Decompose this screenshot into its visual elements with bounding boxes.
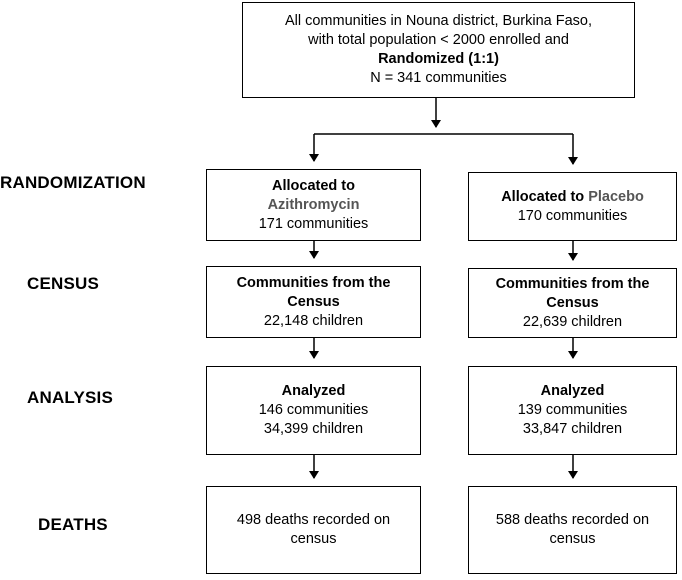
left-analysis-title: Analyzed — [281, 383, 346, 399]
right-allocation-title: Allocated to Placebo — [501, 188, 644, 207]
enrollment-n: N = 341 communities — [370, 70, 507, 86]
left-census-count: 22,148 children — [263, 312, 364, 329]
left-analysis-box: Analyzed 146 communities 34,399 children — [206, 366, 421, 455]
left-analysis-children: 34,399 children — [263, 421, 364, 437]
right-census-box: Communities from the Census 22,639 child… — [468, 268, 677, 338]
left-deaths-line-2: census — [290, 531, 337, 547]
right-allocation-count: 170 communities — [517, 207, 628, 224]
stage-label-analysis: ANALYSIS — [27, 388, 113, 407]
right-census-count: 22,639 children — [522, 313, 623, 330]
right-analysis-box: Analyzed 139 communities 33,847 children — [468, 366, 677, 455]
right-allocation-arm: Placebo — [588, 188, 644, 205]
stage-label-deaths: DEATHS — [38, 515, 108, 534]
right-census-line-2: Census — [546, 294, 599, 311]
enrollment-box: All communities in Nouna district, Burki… — [242, 2, 635, 98]
enrollment-line-1: All communities in Nouna district, Burki… — [284, 13, 593, 29]
left-allocation-arm: Azithromycin — [267, 196, 360, 213]
right-analysis-title: Analyzed — [540, 383, 605, 399]
left-deaths-box: 498 deaths recorded on census — [206, 486, 421, 574]
left-census-box: Communities from the Census 22,148 child… — [206, 266, 421, 338]
right-deaths-line-1: 588 deaths recorded on — [495, 512, 650, 528]
right-analysis-communities: 139 communities — [517, 402, 628, 418]
stage-label-randomization: RANDOMIZATION — [0, 173, 146, 192]
left-allocation-label: Allocated to — [272, 177, 355, 194]
right-deaths-line-2: census — [549, 531, 596, 547]
right-allocation-box: Allocated to Placebo 170 communities — [468, 172, 677, 241]
left-allocation-count: 171 communities — [258, 215, 369, 232]
left-analysis-communities: 146 communities — [258, 402, 369, 418]
right-deaths-box: 588 deaths recorded on census — [468, 486, 677, 574]
stage-label-census: CENSUS — [27, 274, 100, 293]
left-allocation-box: Allocated to Azithromycin 171 communitie… — [206, 169, 421, 241]
enrollment-randomized: Randomized (1:1) — [378, 51, 499, 67]
enrollment-line-2: with total population < 2000 enrolled an… — [308, 32, 569, 48]
left-census-line-2: Census — [287, 293, 340, 310]
left-deaths-line-1: 498 deaths recorded on — [236, 512, 391, 528]
right-analysis-children: 33,847 children — [522, 421, 623, 437]
right-census-line-1: Communities from the — [495, 275, 650, 292]
left-census-line-1: Communities from the — [236, 274, 391, 291]
right-allocation-label: Allocated to — [501, 188, 589, 205]
